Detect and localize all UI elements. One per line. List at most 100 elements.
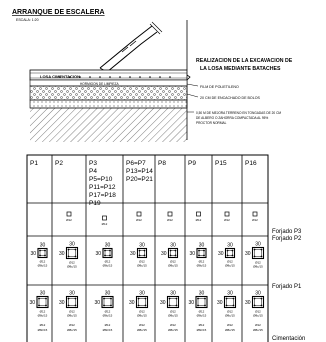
film-hormigon-layer: HORMIGON DE LIMPIEZA: [29, 79, 188, 87]
pillar-stirrup-label: Ø8c/15: [103, 264, 113, 268]
pillar-dimension-top: 30: [227, 243, 233, 249]
pillar-code-label: Ø12: [167, 218, 173, 222]
pillar-code-label: Ø12: [196, 218, 202, 222]
rebar-dot: [138, 249, 141, 252]
pillar-code-label: Ø12: [102, 222, 108, 226]
rebar-dot: [137, 297, 140, 300]
pillar-code-label: Ø12: [139, 310, 145, 314]
pillar-stirrup-label: Ø8c/15: [137, 328, 147, 332]
rebar-dot: [226, 249, 229, 252]
pillar-section: [195, 295, 208, 309]
pillar-stirrup-label: Ø8c/15: [225, 314, 235, 318]
pillar-section: [37, 247, 48, 259]
pillar-dimension-top: 30: [255, 291, 261, 297]
rebar-dot: [39, 254, 41, 257]
pillar-stirrup: [197, 298, 206, 306]
pillar-code-label: Ø12: [136, 218, 142, 222]
pillar-dimension-side: 30: [218, 251, 224, 257]
pillar-code-label: Ø12: [40, 260, 46, 264]
rebar-dot: [225, 297, 228, 300]
rebar-dot: [45, 304, 47, 307]
pillar-dimension-top: 30: [255, 242, 261, 248]
pillar-code-label: Ø12: [224, 218, 230, 222]
rebar-dot: [103, 304, 105, 307]
rebar-dot: [260, 248, 263, 251]
pillar-stirrup-label: Ø8c/15: [103, 328, 113, 332]
rebar-dot: [203, 254, 205, 257]
heading-line-2: LA LOSA MEDIANTE BATACHES: [200, 66, 281, 72]
rebar-dot: [174, 249, 177, 252]
rebar-dot: [253, 255, 256, 258]
rebar-dot: [204, 304, 206, 307]
pillar-section: [65, 295, 79, 309]
rebar-dot: [45, 297, 47, 300]
label-terreno-3: PROCTOR NORMAL: [196, 121, 227, 125]
pillar-code-label: Ø12: [170, 260, 176, 264]
row-label-forjado-p1: Forjado P1: [272, 284, 302, 290]
pillar-section: [166, 295, 180, 309]
pillar-stirrup-label: Ø8c/15: [225, 328, 235, 332]
pillar-dimension-side: 30: [245, 251, 251, 257]
pillar-dimension-side: 30: [94, 300, 100, 306]
pillar-section: [167, 247, 179, 259]
pillar-stirrup-label: Ø8c/15: [253, 328, 263, 332]
pillar-stirrup: [103, 298, 112, 306]
pillar-dimension-side: 30: [188, 300, 194, 306]
rebar-dot: [175, 304, 178, 307]
section-subtitle: ESCALA: 1:20: [16, 18, 39, 22]
pillar-stirrup: [138, 298, 146, 306]
pillar-stirrup-label: Ø8c/15: [67, 314, 77, 318]
rebar-dot: [253, 297, 256, 300]
pillar-dimension-top: 30: [139, 291, 145, 297]
pillar-dimension-top: 30: [170, 243, 176, 249]
pillar-stirrup: [38, 298, 47, 306]
col-extra-p4: P4: [89, 168, 97, 175]
rebar-dot: [67, 255, 70, 258]
rebar-dot: [253, 248, 256, 251]
label-hormigon: HORMIGON DE LIMPIEZA: [80, 82, 119, 86]
pillar-code-label: Ø12: [170, 323, 176, 327]
pillar-section: [65, 246, 79, 260]
pillar-square-small: [196, 211, 201, 217]
pillar-section: [224, 247, 236, 259]
pillar-dimension-side: 30: [217, 300, 223, 306]
rebar-dot: [232, 304, 235, 307]
rebar-dot: [168, 304, 171, 307]
rebar-dot: [231, 249, 234, 252]
rebar-dot: [38, 304, 40, 307]
rebar-dot: [110, 297, 112, 300]
rebar-dot: [226, 254, 229, 257]
pillar-dimension-side: 30: [189, 251, 195, 257]
pillar-code-label: Ø12: [66, 218, 72, 222]
pillar-code-label: Ø12: [40, 310, 46, 314]
rebar-dot: [74, 297, 77, 300]
pillar-stirrup-label: Ø8c/15: [225, 264, 235, 268]
rebar-dot: [110, 304, 112, 307]
col-extra-p5: P5=P10: [89, 176, 113, 183]
rebar-dot: [144, 297, 147, 300]
pillar-stirrup: [170, 250, 176, 256]
pillar-section: [196, 247, 207, 259]
pillar-stirrup-label: Ø8c/15: [38, 264, 48, 268]
rebar-dot: [198, 254, 200, 257]
rebar-dot: [74, 304, 77, 307]
rebar-dot: [44, 254, 46, 257]
pillar-dimension-side: 30: [95, 251, 101, 257]
col-header-p8: P8: [158, 160, 166, 167]
pillar-dimension-side: 30: [130, 251, 136, 257]
pillar-stirrup: [254, 298, 262, 306]
pillar-section: [251, 246, 265, 260]
pillar-section: [36, 295, 49, 309]
pillar-dimension-side: 30: [160, 300, 166, 306]
pillar-code-label: Ø12: [139, 260, 145, 264]
pillar-stirrup-label: Ø8c/15: [67, 328, 77, 332]
rebar-dot: [109, 249, 111, 252]
rebar-dot: [204, 297, 206, 300]
pillar-stirrup-label: Ø8c/15: [168, 314, 178, 318]
pillar-section: [251, 295, 265, 309]
rebar-dot: [143, 254, 146, 257]
pillar-code-label: Ø12: [40, 323, 46, 327]
rebar-dot: [197, 304, 199, 307]
pillar-dimension-top: 30: [69, 242, 75, 248]
